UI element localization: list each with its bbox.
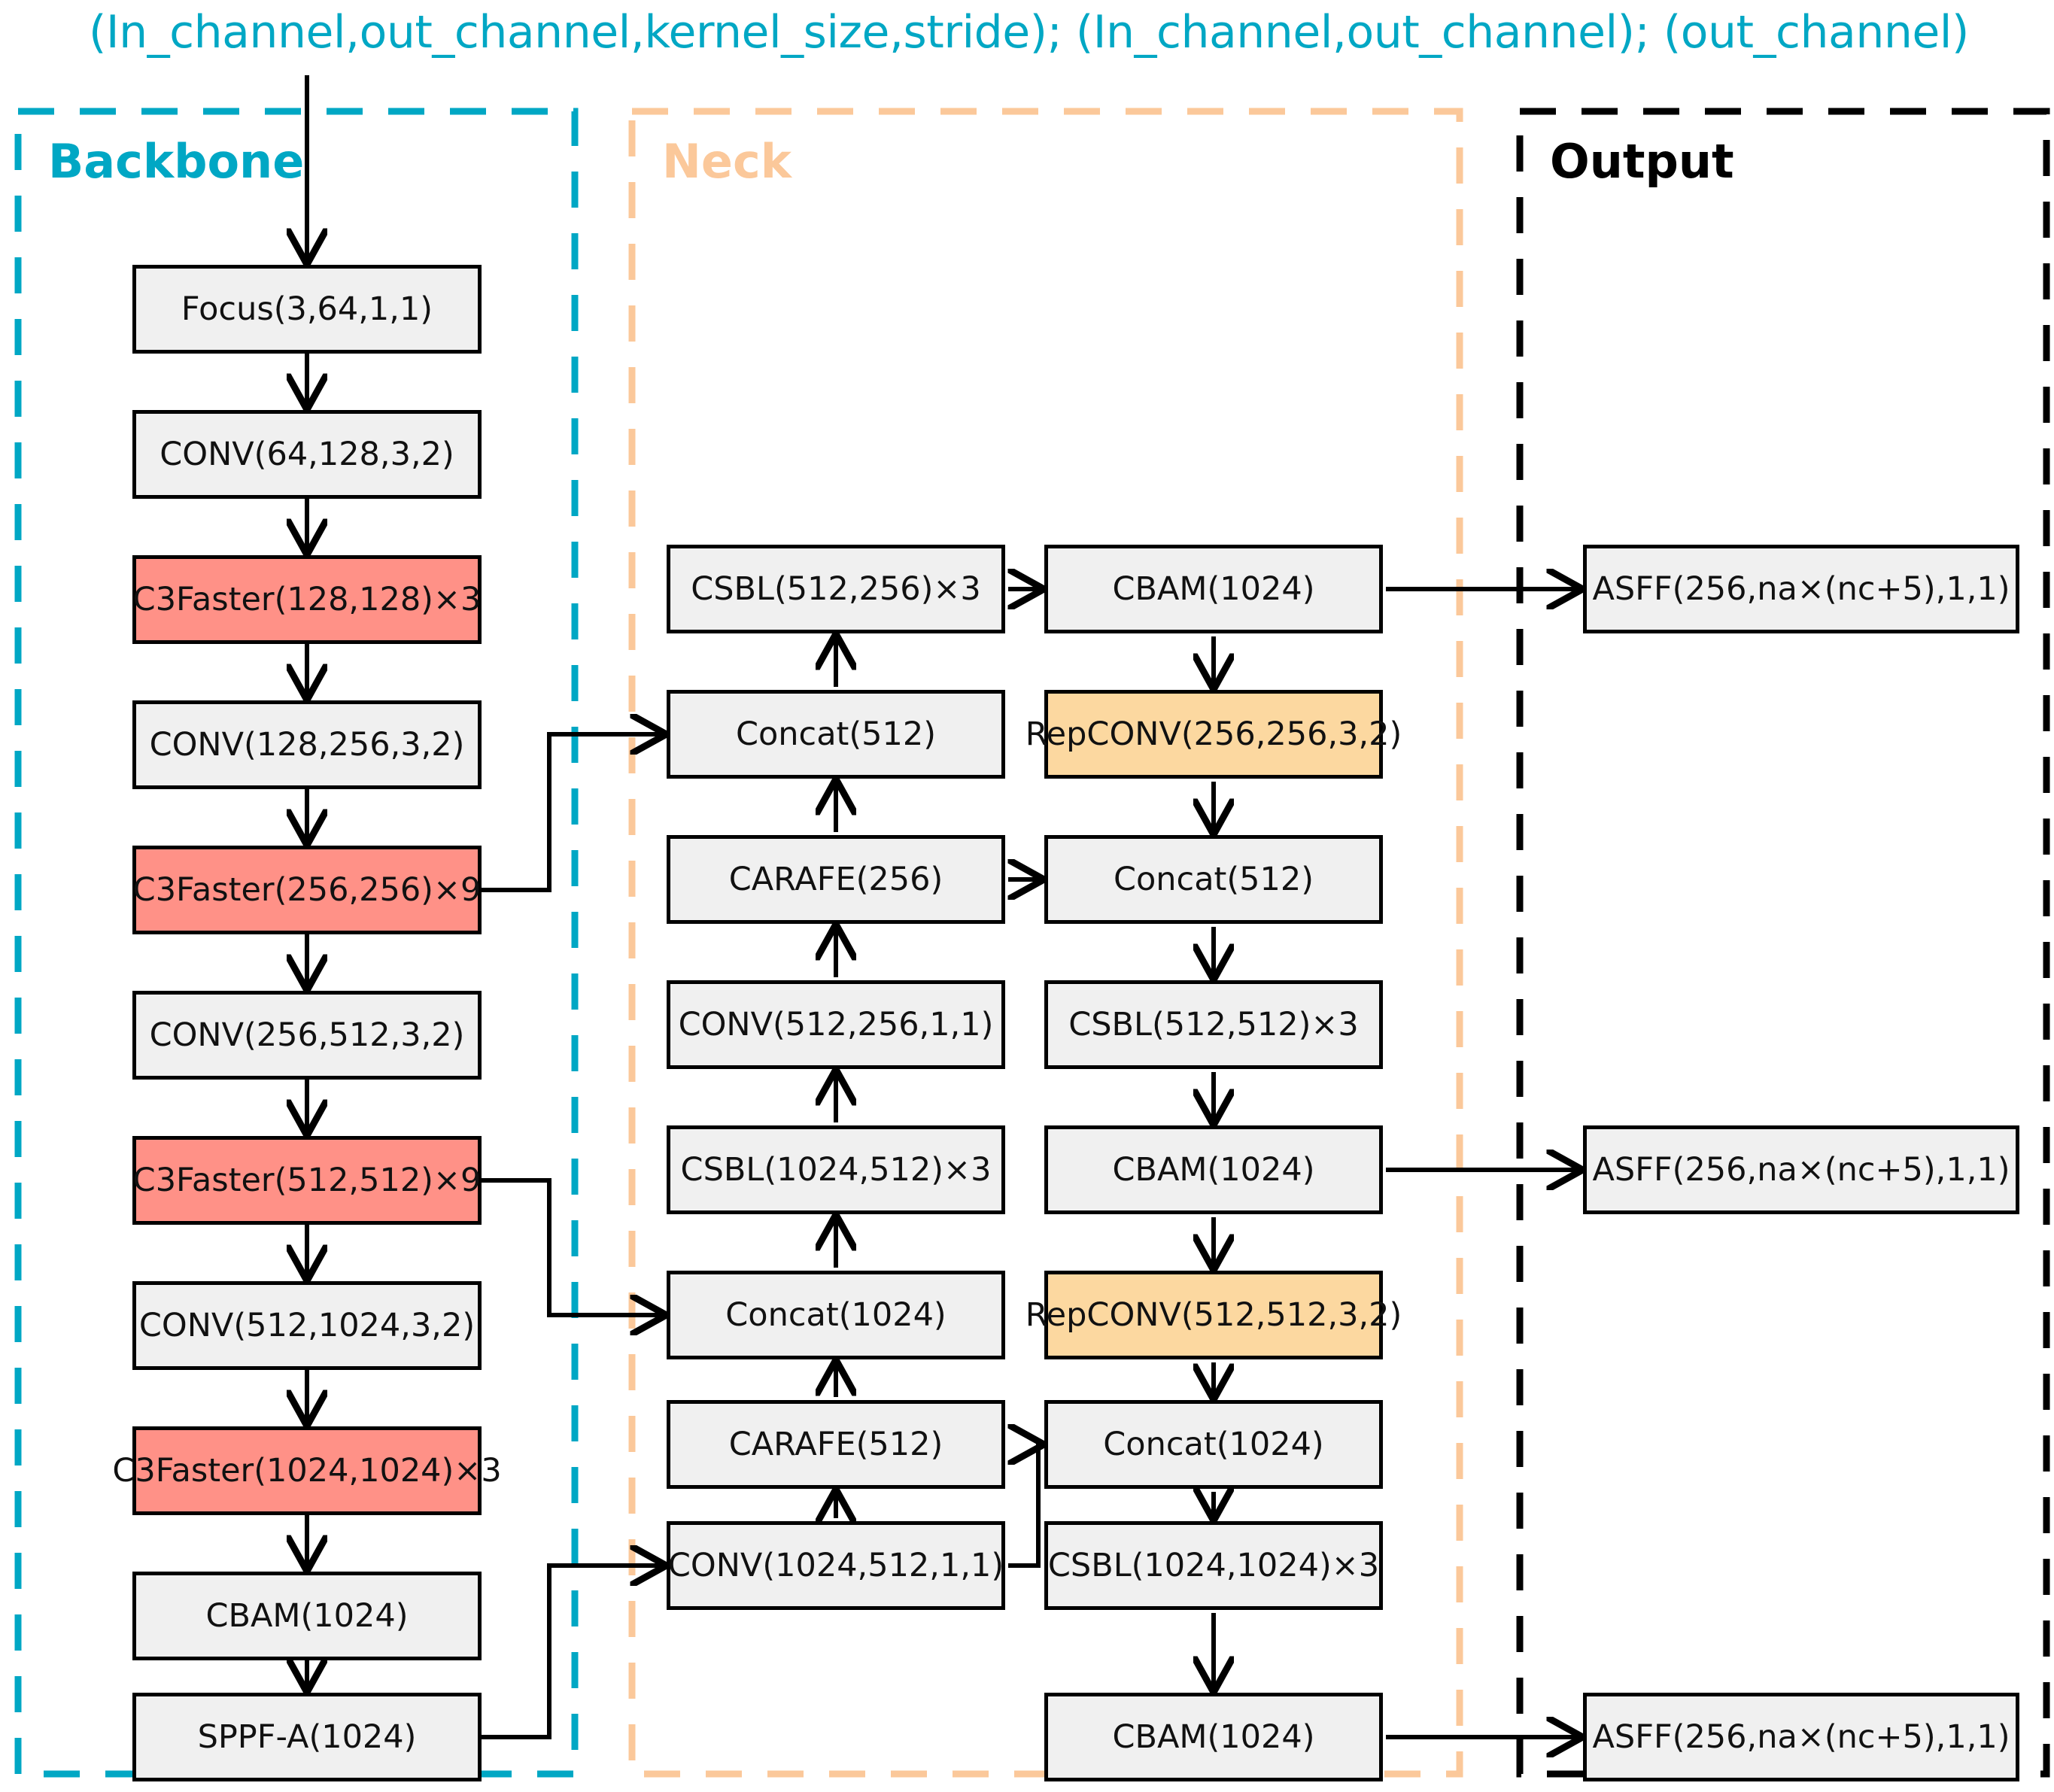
node-concat512a[interactable]: Concat(512) [667, 690, 1005, 779]
node-conv2[interactable]: CONV(128,256,3,2) [132, 700, 482, 789]
node-conv1024_512[interactable]: CONV(1024,512,1,1) [667, 1521, 1005, 1610]
group-label-backbone: Backbone [48, 134, 305, 189]
node-cbam_n2[interactable]: CBAM(1024) [1044, 1125, 1383, 1214]
node-sppfa[interactable]: SPPF-A(1024) [132, 1693, 482, 1781]
node-c3f4[interactable]: C3Faster(1024,1024)×3 [112, 1426, 502, 1515]
node-concat512b[interactable]: Concat(512) [1044, 835, 1383, 924]
node-csbl1024[interactable]: CSBL(1024,512)×3 [667, 1125, 1005, 1214]
node-asff1[interactable]: ASFF(256,na×(nc+5),1,1) [1583, 545, 2019, 633]
edge-c3f2-to-concat512a [482, 734, 664, 892]
node-focus[interactable]: Focus(3,64,1,1) [132, 265, 482, 354]
node-conv1[interactable]: CONV(64,128,3,2) [132, 410, 482, 499]
group-label-neck: Neck [662, 134, 792, 189]
node-repconv512[interactable]: RepCONV(512,512,3,2) [1025, 1271, 1402, 1359]
node-cbam_n3[interactable]: CBAM(1024) [1044, 1693, 1383, 1781]
node-cbam_n1[interactable]: CBAM(1024) [1044, 545, 1383, 633]
edge-sppfa-to-conv1024_512 [482, 1566, 664, 1739]
notation-legend-title: (In_channel,out_channel,kernel_size,stri… [89, 6, 1969, 59]
node-concat1024b[interactable]: Concat(1024) [1044, 1400, 1383, 1489]
node-conv4[interactable]: CONV(512,1024,3,2) [132, 1281, 482, 1370]
node-c3f2[interactable]: C3Faster(256,256)×9 [132, 846, 482, 934]
node-c3f3[interactable]: C3Faster(512,512)×9 [132, 1136, 482, 1225]
node-repconv256[interactable]: RepCONV(256,256,3,2) [1025, 690, 1402, 779]
node-conv512_256[interactable]: CONV(512,256,1,1) [667, 980, 1005, 1069]
node-carafe256[interactable]: CARAFE(256) [667, 835, 1005, 924]
node-asff2[interactable]: ASFF(256,na×(nc+5),1,1) [1583, 1125, 2019, 1214]
group-frame-output [1516, 108, 2050, 1778]
edge-conv1024_512-to-concat1024b [1008, 1444, 1041, 1568]
group-label-output: Output [1550, 134, 1734, 189]
group-frame-backbone [14, 108, 579, 1778]
node-carafe512[interactable]: CARAFE(512) [667, 1400, 1005, 1489]
edge-c3f3-to-concat1024a [482, 1178, 664, 1315]
node-c3f1[interactable]: C3Faster(128,128)×3 [132, 555, 482, 644]
node-conv3[interactable]: CONV(256,512,3,2) [132, 991, 482, 1080]
node-asff3[interactable]: ASFF(256,na×(nc+5),1,1) [1583, 1693, 2019, 1781]
node-csbl_n1[interactable]: CSBL(512,256)×3 [667, 545, 1005, 633]
node-csbl512[interactable]: CSBL(512,512)×3 [1044, 980, 1383, 1069]
node-concat1024a[interactable]: Concat(1024) [667, 1271, 1005, 1359]
node-cbam_b[interactable]: CBAM(1024) [132, 1572, 482, 1660]
node-csbl1024b[interactable]: CSBL(1024,1024)×3 [1044, 1521, 1383, 1610]
